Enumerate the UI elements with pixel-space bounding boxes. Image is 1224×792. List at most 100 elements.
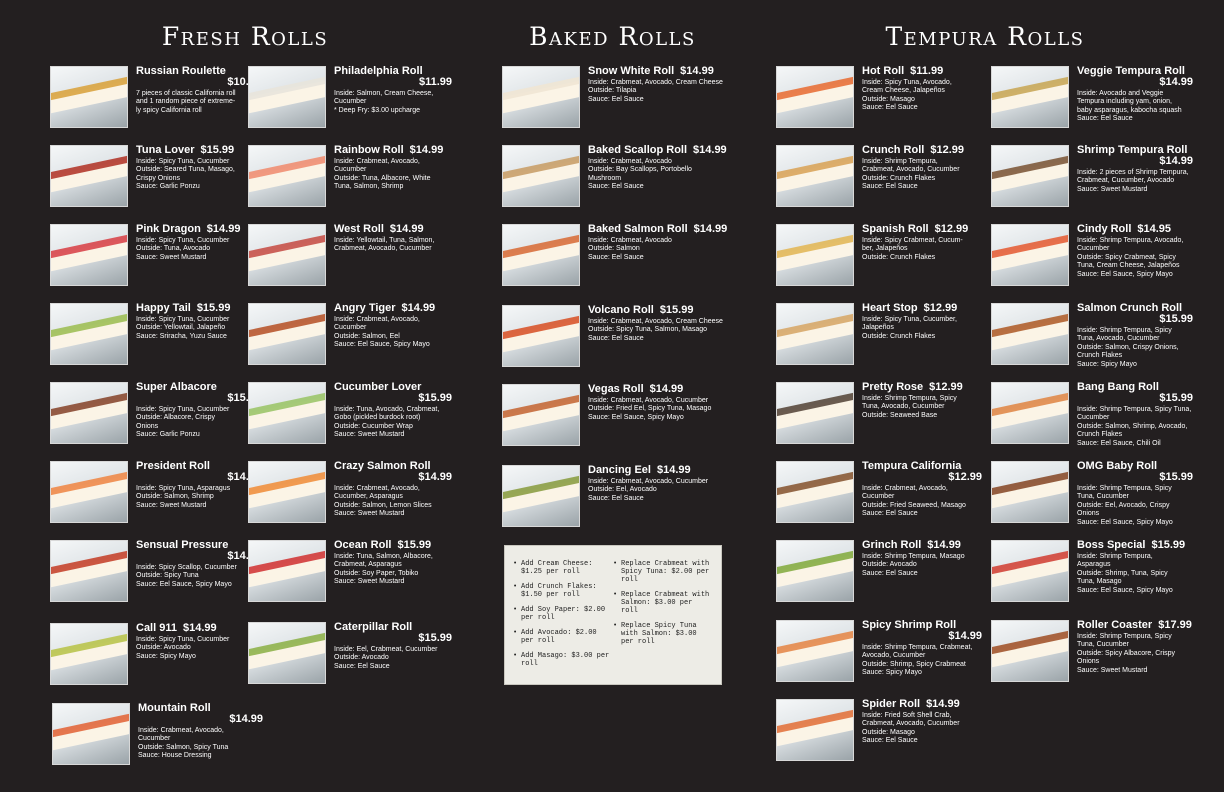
item-price: $15.99 bbox=[196, 302, 231, 314]
item-description-line: Inside: Shrimp Tempura, bbox=[862, 158, 938, 165]
item-description-line: Cucumber bbox=[862, 493, 895, 501]
item-price: $11.99 bbox=[418, 76, 452, 88]
item-description-line: Outside: Salmon, Eel bbox=[334, 332, 400, 340]
item-description-line: Sauce: Garlic Ponzu bbox=[136, 431, 200, 439]
item-description-line: Inside: Shrimp Tempura, Masago bbox=[862, 553, 965, 560]
item-name: Veggie Tempura Roll bbox=[1077, 65, 1185, 77]
item-description-line: Tuna, Salmon, Shrimp bbox=[334, 183, 404, 191]
item-description-line: Sauce: Eel Sauce bbox=[588, 334, 644, 342]
item-description-line: Inside: Crabmeat, Avocado, Cream Cheese bbox=[588, 79, 723, 86]
item-price: $14.99 bbox=[649, 383, 684, 395]
item-description-line: Asparagus bbox=[1077, 561, 1111, 569]
item-header: Roller Coaster$17.99 bbox=[1077, 620, 1193, 631]
item-description-line: Onions bbox=[1077, 658, 1100, 666]
item-description-line: Sauce: Sweet Mustard bbox=[334, 510, 405, 518]
item-description-line: Inside: Crabmeat, Avocado, bbox=[334, 485, 420, 492]
item-price: $14.99 bbox=[182, 622, 217, 634]
item-header: Ocean Roll$15.99 bbox=[334, 540, 452, 551]
addon-option: Add Masago: $3.00 per roll bbox=[513, 652, 613, 668]
item-name: Dancing Eel bbox=[588, 464, 651, 476]
item-header: Spicy Shrimp Roll$14.99 bbox=[862, 620, 982, 642]
addon-option: Add Avocado: $2.00 per roll bbox=[513, 629, 613, 645]
item-header: Rainbow Roll$14.99 bbox=[334, 145, 452, 156]
item-name: Cucumber Lover bbox=[334, 381, 422, 393]
item-description-line: Outside: Crunch Flakes bbox=[862, 332, 936, 340]
item-description-line: ber, Jalapeños bbox=[862, 245, 908, 253]
item-name: Rainbow Roll bbox=[334, 144, 404, 156]
item-description-line: Outside: Tilapia bbox=[588, 87, 637, 95]
item-description-line: Tempura including yam, onion, bbox=[1077, 98, 1172, 106]
item-name: Vegas Roll bbox=[588, 383, 644, 395]
item-header: Pretty Rose$12.99 bbox=[862, 382, 982, 393]
item-description-line: Jalapeños bbox=[862, 324, 894, 332]
item-description-line: Tuna, Cucumber bbox=[1077, 641, 1129, 649]
item-description-line: Outside: Seared Tuna, Masago, bbox=[136, 166, 235, 174]
addon-option: Add Cream Cheese: $1.25 per roll bbox=[513, 560, 613, 576]
item-description-line: Sauce: Eel Sauce, Spicy Mayo bbox=[1077, 270, 1173, 278]
item-description-line: Sauce: Eel Sauce bbox=[588, 95, 644, 103]
item-name: Angry Tiger bbox=[334, 302, 396, 314]
addon-options-box: Add Cream Cheese: $1.25 per rollAdd Crun… bbox=[504, 545, 722, 685]
item-name: Roller Coaster bbox=[1077, 619, 1153, 631]
item-description-line: Inside: Shrimp Tempura, Spicy bbox=[862, 395, 957, 402]
item-description-line: Inside: Shrimp Tempura, Spicy bbox=[1077, 633, 1172, 640]
item-price: $15.99 bbox=[1159, 313, 1193, 325]
item-description-line: Onions bbox=[1077, 510, 1100, 518]
item-price: $14.99 bbox=[693, 144, 727, 156]
item-header: Spider Roll$14.99 bbox=[862, 699, 982, 710]
item-header: Baked Scallop Roll$14.99 bbox=[588, 145, 738, 156]
item-header: Philadelphia Roll$11.99 bbox=[334, 66, 452, 88]
item-description-line: Outside: Fried Seaweed, Masago bbox=[862, 501, 966, 509]
addon-option: Replace Crabmeat with Spicy Tuna: $2.00 … bbox=[613, 560, 713, 584]
roll-photo bbox=[50, 303, 128, 365]
roll-photo bbox=[50, 224, 128, 286]
item-description-line: Outside: Spicy Crabmeat, Spicy bbox=[1077, 253, 1176, 261]
item-description-line: Gobo (pickled burdock root) bbox=[334, 414, 421, 422]
item-name: Bang Bang Roll bbox=[1077, 381, 1159, 393]
item-header: Tempura California$12.99 bbox=[862, 461, 982, 483]
item-description-line: Inside: Shrimp Tempura, Spicy Tuna, bbox=[1077, 406, 1192, 413]
addon-list-right: Replace Crabmeat with Spicy Tuna: $2.00 … bbox=[613, 560, 713, 676]
item-price: $12.99 bbox=[934, 223, 969, 235]
item-price: $14.99 bbox=[227, 471, 261, 483]
item-header: Crunch Roll$12.99 bbox=[862, 145, 982, 156]
item-header: Tuna Lover$15.99 bbox=[136, 145, 261, 156]
item-header: Heart Stop$12.99 bbox=[862, 303, 982, 314]
item-description-line: Inside: Shrimp Tempura, Spicy bbox=[1077, 485, 1172, 492]
item-description-line: Outside: Crunch Flakes bbox=[862, 174, 936, 182]
item-description-line: Inside: Spicy Tuna, Cucumber bbox=[136, 158, 230, 165]
item-description-line: Inside: Spicy Crabmeat, Cucum- bbox=[862, 237, 963, 244]
roll-photo bbox=[502, 465, 580, 527]
item-description-line: Sauce: Sweet Mustard bbox=[334, 578, 405, 586]
roll-photo bbox=[991, 66, 1069, 128]
item-description-line: * Deep Fry: $3.00 upcharge bbox=[334, 106, 420, 114]
item-description-line: Outside: Shrimp, Tuna, Spicy bbox=[1077, 569, 1168, 577]
item-description-line: Crunch Flakes bbox=[1077, 352, 1123, 360]
item-description-line: Tuna, Masago bbox=[1077, 578, 1122, 586]
item-description-line: Outside: Salmon, Shrimp bbox=[136, 493, 214, 501]
item-name: Crazy Salmon Roll bbox=[334, 460, 431, 472]
item-description-line: Outside: Yellowtail, Jalapeño bbox=[136, 324, 226, 332]
item-description-line: Sauce: Spicy Mayo bbox=[136, 652, 196, 660]
